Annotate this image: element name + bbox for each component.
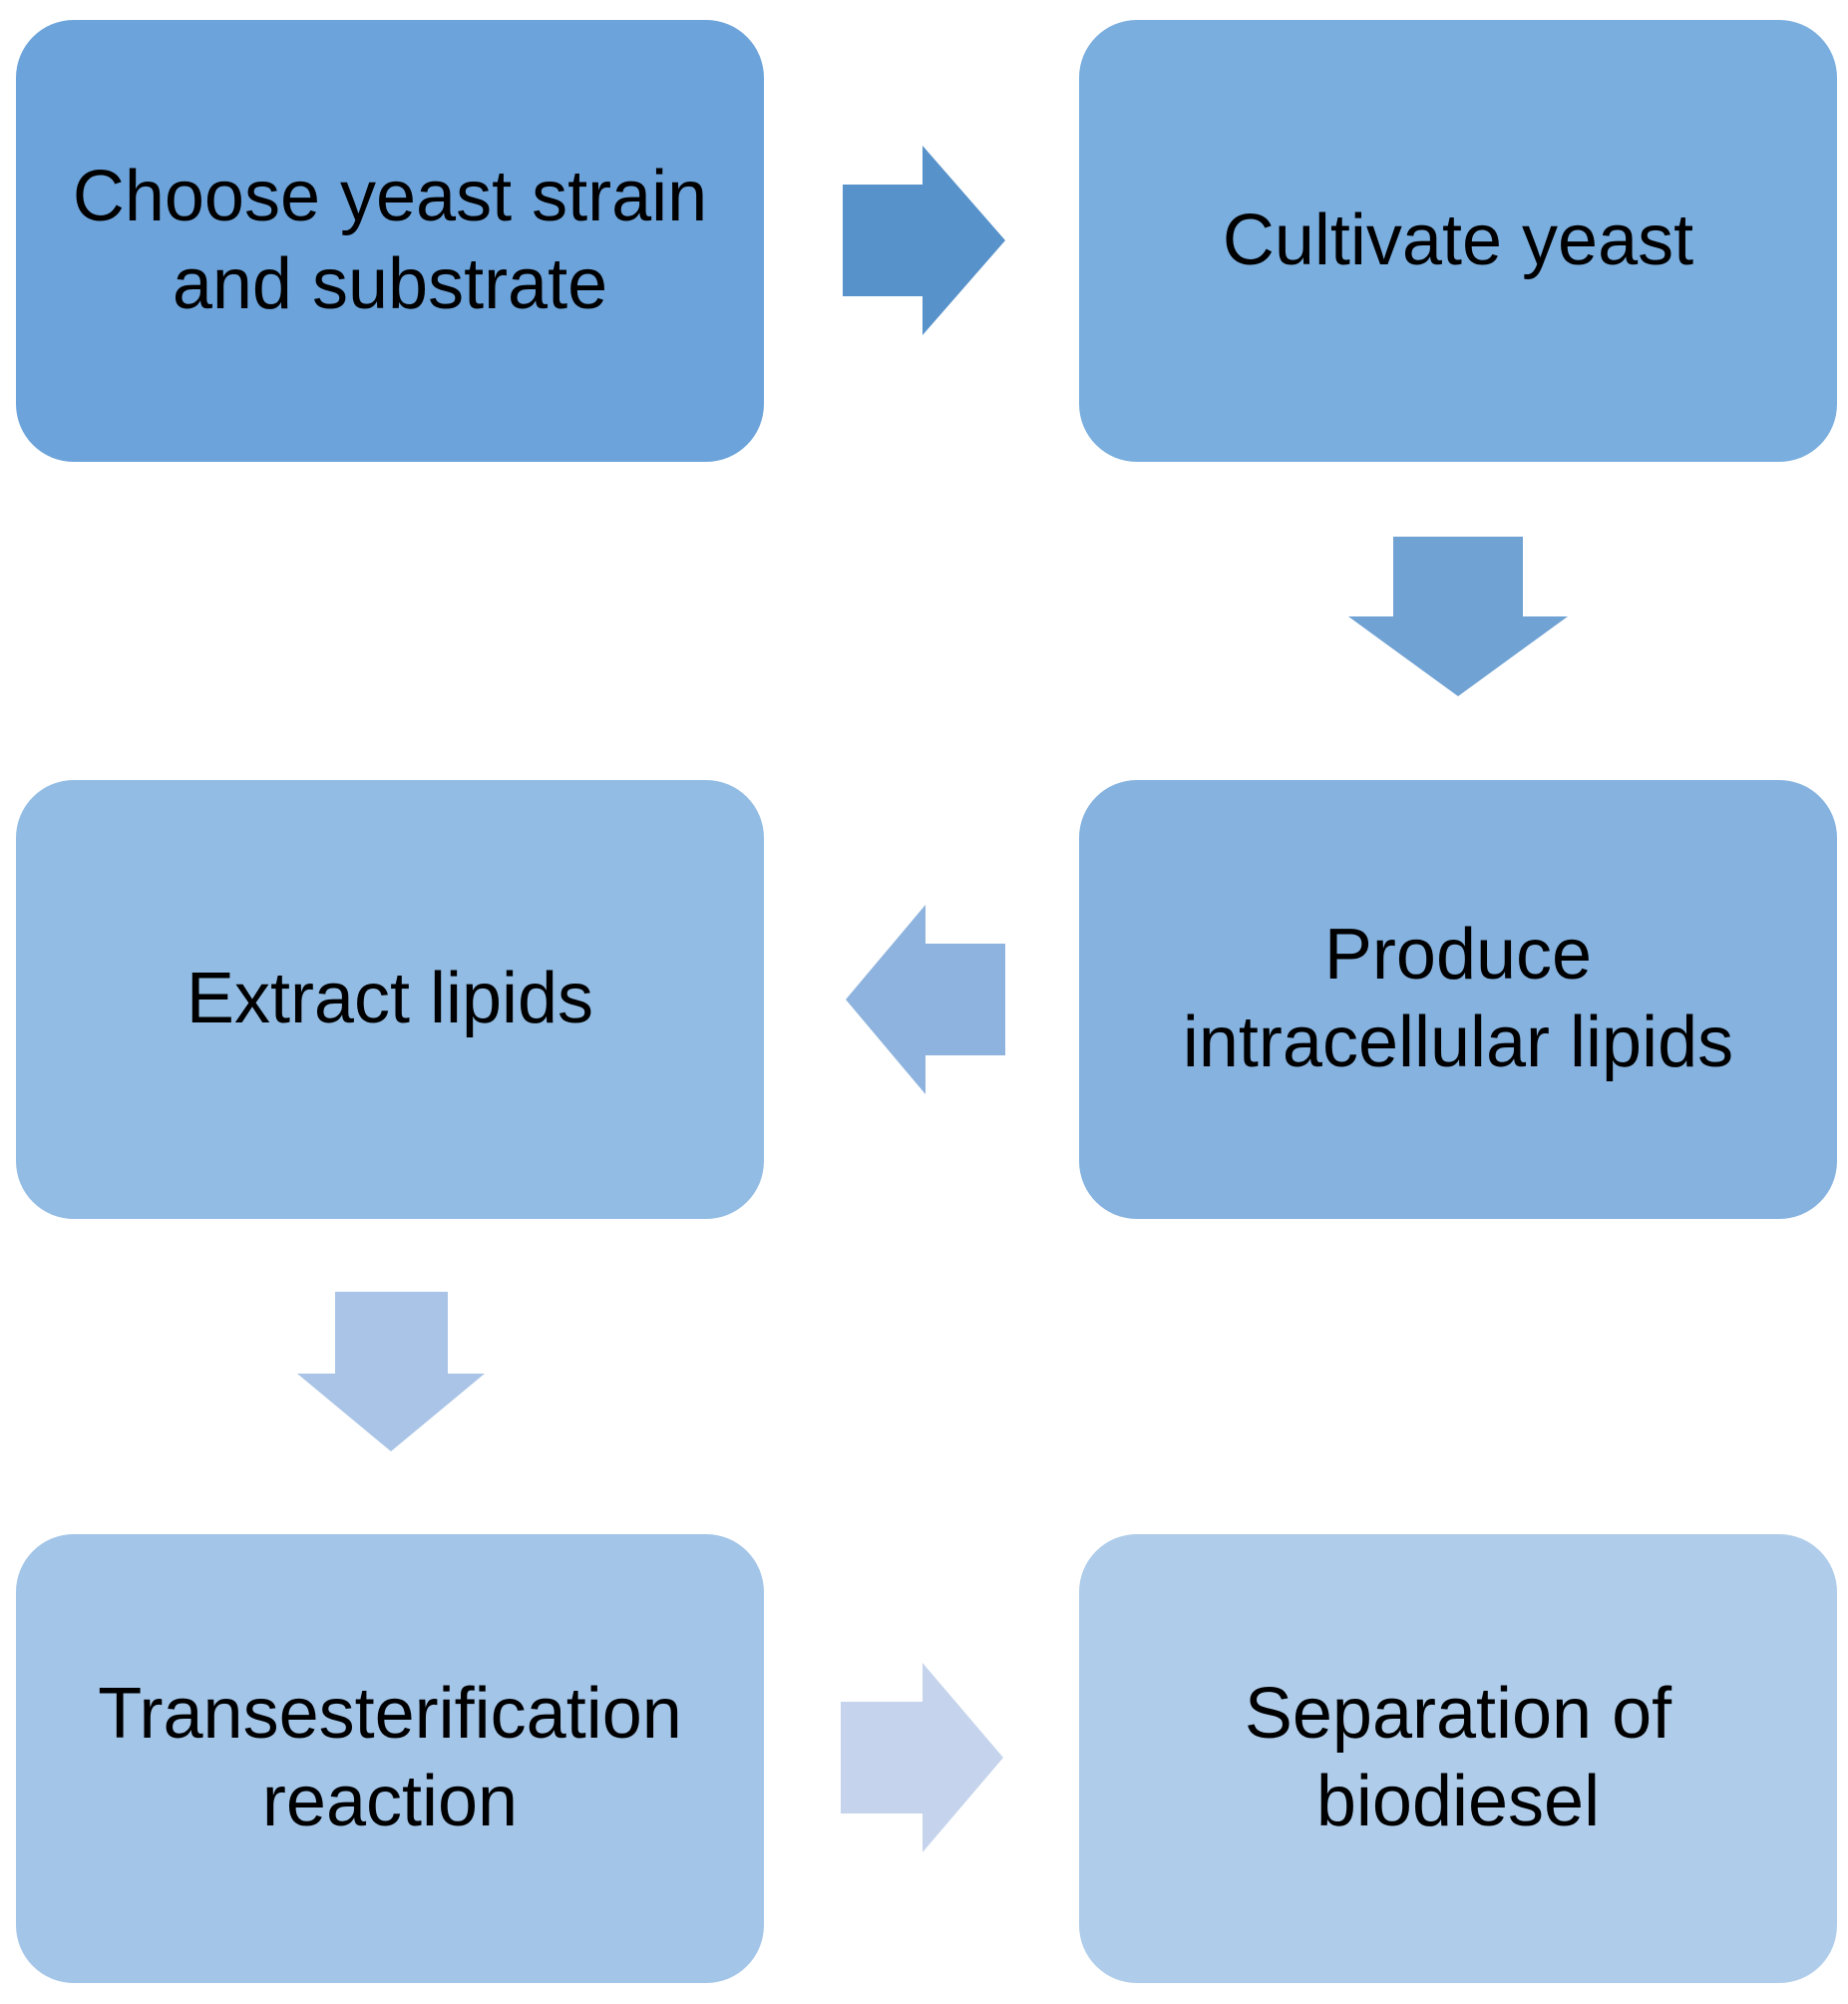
arrow-right-choose-to-cultivate-icon — [843, 146, 1005, 335]
arrow-down-cultivate-to-produce-icon — [1348, 537, 1568, 696]
flow-box-produce-intracellular-lipids: Produce intracellular lipids — [1079, 780, 1837, 1219]
arrow-down-extract-to-transesterification-icon — [297, 1292, 485, 1451]
flow-box-label-choose-yeast-strain: Choose yeast strain and substrate — [72, 156, 708, 324]
arrow-left-produce-to-extract-icon — [846, 905, 1005, 1094]
flow-box-separation-of-biodiesel: Separation of biodiesel — [1079, 1534, 1837, 1983]
flow-box-transesterification-reaction: Transesterification reaction — [16, 1534, 764, 1983]
flow-box-choose-yeast-strain: Choose yeast strain and substrate — [16, 20, 764, 462]
flow-box-label-extract-lipids: Extract lipids — [185, 959, 594, 1039]
flow-box-label-separation-of-biodiesel: Separation of biodiesel — [1244, 1674, 1672, 1841]
flow-box-label-cultivate-yeast: Cultivate yeast — [1222, 200, 1694, 280]
flow-box-extract-lipids: Extract lipids — [16, 780, 764, 1219]
flow-box-label-transesterification-reaction: Transesterification reaction — [98, 1674, 682, 1841]
flow-box-label-produce-intracellular-lipids: Produce intracellular lipids — [1182, 915, 1734, 1082]
arrow-right-transesterification-to-separation-icon — [841, 1663, 1003, 1852]
flow-box-cultivate-yeast: Cultivate yeast — [1079, 20, 1837, 462]
